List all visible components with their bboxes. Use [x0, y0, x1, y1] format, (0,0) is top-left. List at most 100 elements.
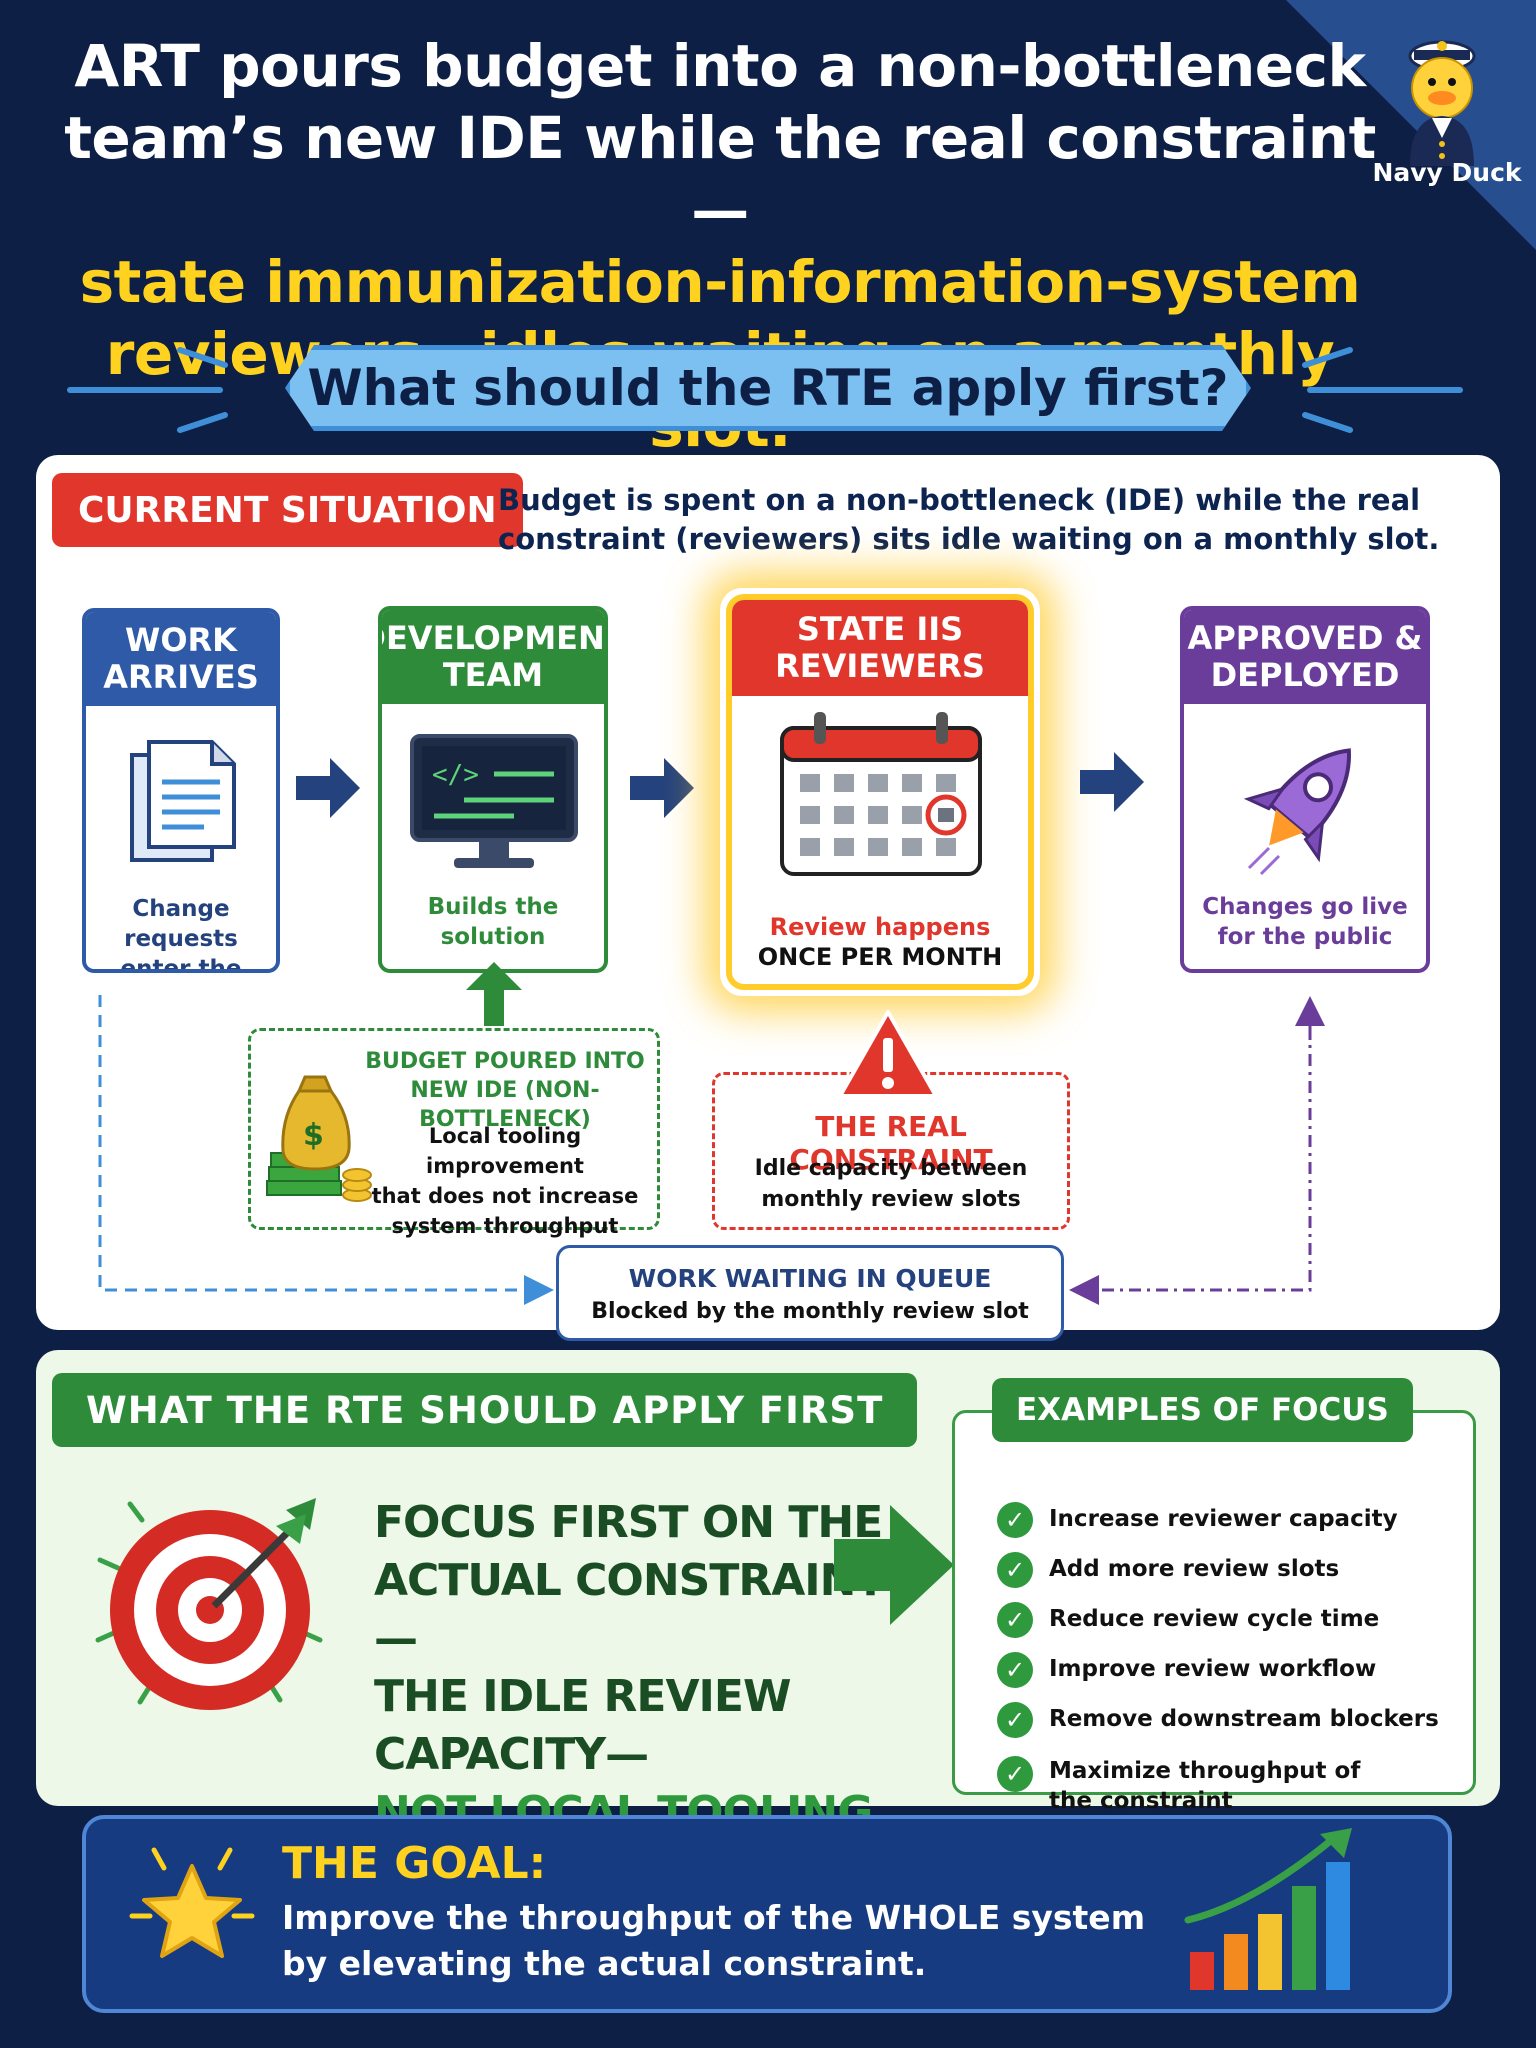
current-situation-label-text: CURRENT SITUATION [78, 489, 497, 531]
check-icon: ✓ [997, 1502, 1033, 1538]
development-team-caption: Builds the solution [382, 892, 604, 952]
computer-code-icon: </> [410, 734, 578, 868]
examples-label: EXAMPLES OF FOCUS [992, 1378, 1413, 1442]
work-arrives-title-2: ARRIVES [103, 658, 259, 696]
budget-title: BUDGET POURED INTO NEW IDE (NON-BOTTLENE… [355, 1047, 655, 1134]
example-item: Reduce review cycle time [1049, 1606, 1380, 1632]
real-constraint-text-2: monthly review slots [761, 1187, 1021, 1212]
duck-mascot-icon [1408, 40, 1476, 166]
real-constraint-box: THE REAL CONSTRAINT Idle capacity betwee… [712, 1072, 1070, 1230]
work-arrives-caption-2: enter the system [120, 956, 242, 973]
approved-deployed-title-2: DEPLOYED [1210, 656, 1400, 694]
check-icon: ✓ [997, 1756, 1033, 1792]
work-queue-title: WORK WAITING IN QUEUE [628, 1264, 992, 1293]
burst-lines-left-icon [67, 347, 228, 433]
state-iis-reviewers-title-1: STATE IIS [796, 610, 964, 648]
example-item: Improve review workflow [1049, 1656, 1377, 1682]
svg-text:$: $ [303, 1118, 324, 1153]
focus-line-1: FOCUS FIRST ON THE [374, 1497, 883, 1548]
approved-deployed-header: APPROVED & DEPLOYED [1184, 610, 1426, 704]
arrow-right-icon [296, 758, 360, 818]
big-arrow-right-icon [834, 1505, 954, 1625]
example-item-line-1: Maximize throughput of [1049, 1758, 1361, 1784]
goal-text-1: Improve the throughput of the WHOLE syst… [282, 1898, 1146, 1937]
money-bag-icon: $ [266, 1075, 372, 1202]
budget-title-2: NEW IDE (NON-BOTTLENECK) [410, 1078, 600, 1132]
headline-line-3: state immunization-information-system [79, 248, 1361, 316]
approved-deployed-caption: Changes go live for the public [1184, 892, 1426, 952]
work-arrives-caption: Change requests enter the system [86, 894, 276, 973]
state-iis-reviewers-card: STATE IIS REVIEWERS Review happens ONCE … [726, 594, 1034, 990]
real-constraint-title: THE REAL CONSTRAINT [789, 1110, 993, 1176]
check-icon: ✓ [997, 1552, 1033, 1588]
work-arrives-title-1: WORK [125, 621, 237, 659]
development-team-title-1: DEVELOPMENT [382, 619, 605, 657]
goal-text: Improve the throughput of the WHOLE syst… [282, 1895, 1162, 1987]
arrow-right-icon [630, 758, 694, 818]
current-situation-label: CURRENT SITUATION [52, 473, 523, 547]
situation-description-line-2: constraint (reviewers) sits idle waiting… [498, 522, 1440, 556]
approved-deployed-title-1: APPROVED & [1187, 619, 1423, 657]
rocket-icon [1243, 748, 1351, 876]
goal-title: THE GOAL: [282, 1838, 547, 1889]
example-item-line-2: the constraint [1049, 1788, 1233, 1814]
focus-line-3: THE IDLE REVIEW CAPACITY— [374, 1671, 791, 1780]
star-icon [129, 1847, 255, 1958]
development-team-caption-2: solution [440, 924, 546, 950]
question-text: What should the RTE apply first? [307, 359, 1229, 417]
state-iis-reviewers-caption-2: ONCE PER MONTH [757, 943, 1003, 971]
brand-label: Navy Duck [1372, 158, 1522, 187]
work-queue-text: Blocked by the monthly review slot [591, 1299, 1029, 1324]
approved-deployed-caption-1: Changes go live [1202, 894, 1408, 920]
development-team-caption-1: Builds the [427, 894, 559, 920]
example-item: Increase reviewer capacity [1049, 1506, 1398, 1532]
example-item: Maximize throughput of the constraint [1049, 1756, 1360, 1816]
budget-text-2: that does not increase [371, 1184, 639, 1208]
approved-deployed-card: APPROVED & DEPLOYED Changes go live for … [1180, 606, 1430, 973]
question-banner: What should the RTE apply first? [285, 345, 1251, 431]
examples-label-text: EXAMPLES OF FOCUS [1016, 1392, 1389, 1428]
corner-accent [1286, 0, 1536, 250]
apply-first-label: WHAT THE RTE SHOULD APPLY FIRST [52, 1373, 918, 1447]
warning-icon [838, 1010, 938, 1098]
burst-lines-right-icon [1302, 347, 1463, 433]
situation-description-line-1: Budget is spent on a non-bottleneck (IDE… [498, 483, 1421, 517]
focus-line-2: ACTUAL CONSTRAINT— [374, 1555, 886, 1664]
target-icon [95, 1498, 323, 1710]
svg-text:</>: </> [432, 760, 479, 790]
headline-line-2: team’s new IDE while the real constraint… [64, 104, 1376, 244]
budget-text: Local tooling improvement that does not … [355, 1121, 655, 1241]
work-arrives-header: WORK ARRIVES [86, 612, 276, 706]
calendar-icon [780, 712, 982, 876]
budget-text-3: system throughput [391, 1214, 619, 1238]
development-team-title-2: TEAM [442, 656, 544, 694]
growth-chart-icon [1184, 1828, 1352, 1990]
approved-deployed-caption-2: for the public [1217, 924, 1393, 950]
situation-description: Budget is spent on a non-bottleneck (IDE… [498, 481, 1458, 559]
state-iis-reviewers-title-2: REVIEWERS [775, 647, 985, 685]
budget-title-1: BUDGET POURED INTO [365, 1049, 645, 1074]
check-icon: ✓ [997, 1652, 1033, 1688]
examples-box: ✓ Increase reviewer capacity ✓ Add more re… [952, 1410, 1476, 1814]
real-constraint-text-1: Idle capacity between [754, 1156, 1028, 1181]
example-item: Remove downstream blockers [1049, 1706, 1439, 1732]
check-icon: ✓ [997, 1602, 1033, 1638]
arrow-up-icon [466, 962, 522, 1026]
real-constraint-text: Idle capacity between monthly review slo… [715, 1153, 1067, 1215]
development-team-card: DEVELOPMENT TEAM </> Builds the solution [378, 606, 608, 973]
headline-line-1: ART pours budget into a non-bottleneck [74, 32, 1366, 100]
example-item: Add more review slots [1049, 1556, 1340, 1582]
work-arrives-caption-1: Change requests [124, 896, 238, 952]
document-icon [130, 740, 236, 862]
budget-box: $ BUDGET POURED INTO NEW IDE (NON-BOTTLE… [248, 1028, 660, 1238]
work-arrives-card: WORK ARRIVES Change requests enter the s… [82, 608, 280, 973]
state-iis-reviewers-header: STATE IIS REVIEWERS [732, 600, 1028, 696]
goal-text-2: by elevating the actual constraint. [282, 1944, 927, 1983]
goal-panel [82, 1815, 1452, 2013]
work-queue-box: WORK WAITING IN QUEUE Blocked by the mon… [556, 1245, 1064, 1341]
apply-first-label-text: WHAT THE RTE SHOULD APPLY FIRST [86, 1388, 884, 1432]
state-iis-reviewers-caption: Review happens ONCE PER MONTH [732, 912, 1028, 972]
arrow-right-icon [1080, 752, 1144, 812]
development-team-header: DEVELOPMENT TEAM [382, 610, 604, 704]
state-iis-reviewers-caption-1: Review happens [769, 913, 991, 941]
